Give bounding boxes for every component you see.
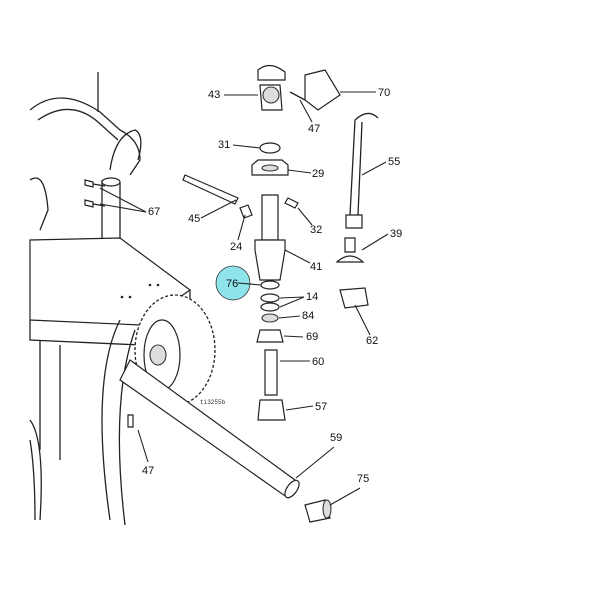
callout-57: 57 — [315, 401, 327, 413]
leader-line — [283, 335, 304, 338]
callout-62: 62 — [366, 335, 378, 347]
bolts — [84, 179, 106, 208]
leader-line — [329, 487, 361, 506]
callout-31: 31 — [218, 139, 230, 151]
leader-line — [295, 446, 335, 479]
leader-line — [200, 199, 237, 219]
leader-line — [278, 315, 301, 319]
leader-line — [354, 304, 371, 336]
leader-line — [279, 296, 305, 299]
callout-45: 45 — [188, 213, 200, 225]
leader-line — [361, 161, 387, 176]
callout-76: 76 — [226, 278, 238, 290]
callout-60: 60 — [312, 356, 324, 368]
callout-32: 32 — [310, 224, 322, 236]
callout-29: 29 — [312, 168, 324, 180]
leader-line — [287, 169, 312, 174]
leader-line — [279, 296, 305, 308]
leader-line — [299, 99, 313, 123]
callout-70: 70 — [378, 87, 390, 99]
leader-line — [232, 144, 261, 149]
callout-39: 39 — [390, 228, 402, 240]
callout-41: 41 — [310, 261, 322, 273]
leader-line — [99, 203, 147, 213]
leader-line — [284, 249, 311, 264]
leader-line — [285, 405, 314, 411]
callout-55: 55 — [388, 156, 400, 168]
callout-14: 14 — [306, 291, 318, 303]
leader-line — [237, 282, 262, 286]
callout-75: 75 — [357, 473, 369, 485]
leader-line — [237, 214, 246, 241]
leader-line — [99, 187, 147, 213]
part-75 — [304, 499, 332, 523]
callout-67: 67 — [148, 206, 160, 218]
callout-59: 59 — [330, 432, 342, 444]
callout-69: 69 — [306, 331, 318, 343]
callout-47: 47 — [142, 465, 154, 477]
leader-line — [137, 429, 149, 463]
leader-line — [297, 207, 313, 226]
callout-24: 24 — [230, 241, 242, 253]
tube — [119, 359, 300, 499]
callout-43: 43 — [208, 89, 220, 101]
callout-47: 47 — [308, 123, 320, 135]
callout-84: 84 — [302, 310, 314, 322]
figure-id: ti3255b — [200, 399, 226, 406]
leader-line — [361, 233, 389, 251]
highlight-circle — [215, 265, 251, 301]
pump-assembly — [127, 64, 379, 428]
